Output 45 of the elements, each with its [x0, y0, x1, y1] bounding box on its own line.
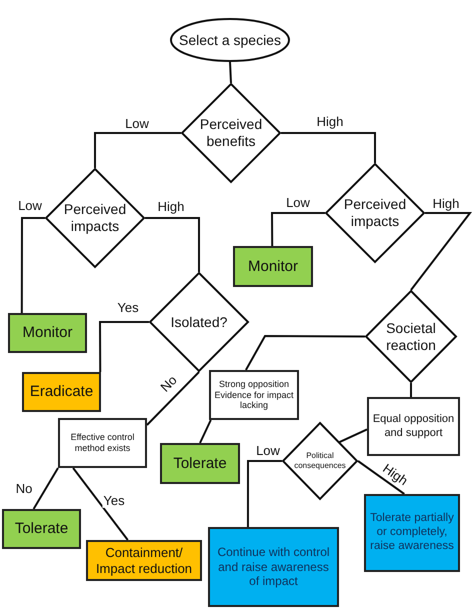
connector-line [145, 217, 200, 272]
connector-line [199, 420, 212, 444]
decision-diamond: Perceived impacts [325, 163, 425, 263]
edge-label: No [14, 482, 34, 496]
decision-diamond: Perceived impacts [45, 168, 145, 268]
process-box: Monitor [233, 246, 313, 287]
decision-diamond: Perceived benefits [181, 83, 281, 183]
decision-diamond: Political consequences [282, 422, 358, 500]
process-box: Eradicate [22, 372, 101, 412]
edge-label: High [432, 196, 460, 212]
connector-line [72, 467, 129, 541]
edge-label: Yes [102, 494, 126, 508]
process-box: Effective control method exists [58, 418, 147, 468]
process-box: Tolerate partially or completely, raise awareness [364, 494, 460, 572]
connector-line [99, 321, 149, 372]
decision-diamond: Isolated? [149, 272, 249, 372]
edge-label: Low [255, 444, 281, 458]
decision-diamond: Societal reaction [365, 290, 457, 383]
connector-line [94, 132, 181, 168]
edge-label: High [316, 114, 344, 130]
connector-line [246, 460, 282, 527]
edge-label: Yes [116, 300, 140, 316]
connector-line [281, 132, 376, 163]
connector-line [410, 212, 472, 291]
edge-label: High [156, 200, 186, 214]
process-box: Continue with control and raise awareness of impact [208, 527, 339, 607]
connector-line [338, 428, 368, 444]
connector-line [32, 467, 59, 510]
start-ellipse: Select a species [170, 18, 290, 62]
process-box: Strong opposition Evidence for impact lacking [209, 370, 299, 420]
edge-label: Low [17, 198, 43, 214]
process-box: Equal opposition and support [367, 397, 460, 456]
edge-label: Low [285, 196, 311, 210]
connector-line [410, 383, 412, 397]
process-box: Monitor [8, 313, 87, 353]
edge-label: Low [124, 116, 150, 132]
connector-line [357, 460, 405, 495]
process-box: Containment/ Impact reduction [86, 540, 202, 581]
process-box: Tolerate [2, 509, 81, 549]
connector-line [146, 371, 200, 426]
connector-line [245, 335, 365, 370]
connector-line [229, 62, 232, 84]
process-box: Tolerate [160, 443, 240, 484]
connector-line [20, 217, 45, 313]
connector-line [271, 212, 325, 246]
